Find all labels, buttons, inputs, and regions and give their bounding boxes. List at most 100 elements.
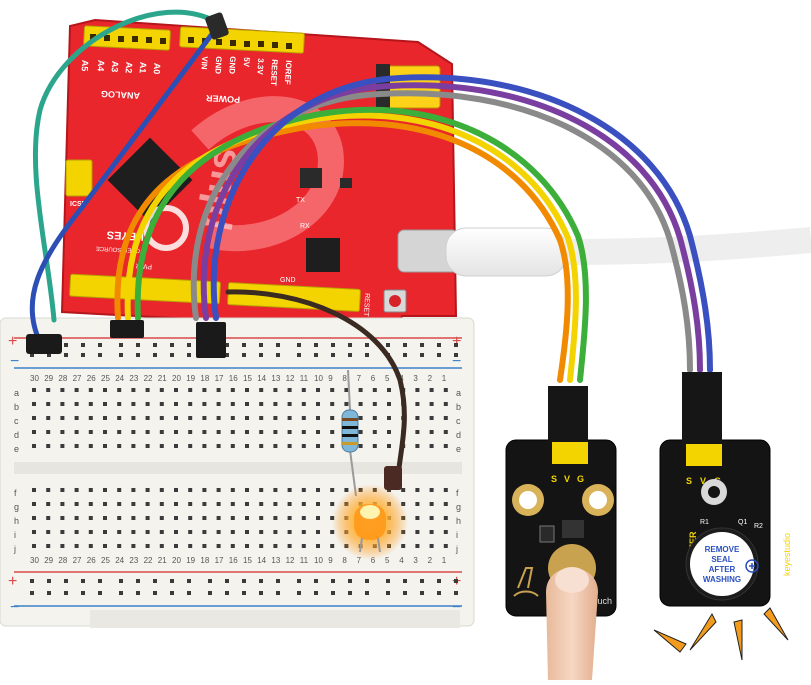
pin-label-gnd-a: GND [213,56,223,74]
breadboard-hole [131,444,136,448]
column-number: 17 [215,556,224,565]
rail-hole [331,353,335,357]
breadboard-hole [74,402,79,406]
breadboard-hole [74,530,79,534]
breadboard-hole [103,402,107,406]
breadboard-hole [429,544,434,548]
rail-hole [98,353,102,357]
breadboard-hole [74,488,79,492]
breadboard-hole [131,530,136,534]
rail-hole [153,353,157,357]
jumper-wires [26,9,713,490]
column-number: 26 [87,374,96,383]
breadboard-hole [330,488,335,492]
breadboard-hole [287,516,292,520]
breadboard-hole [202,388,207,392]
breadboard-hole [287,488,292,492]
breadboard-hole [174,502,178,506]
breadboard-hole [443,544,448,548]
touch-sensor-module: S V G Touch [505,386,617,617]
rail-hole [437,579,441,583]
breadboard-hole [32,544,36,548]
rail-hole [187,591,191,595]
breadboard-hole [159,444,164,448]
breadboard-hole [273,416,278,420]
breadboard-hole [245,388,249,392]
breadboard-hole [259,388,264,392]
rail-hole [98,343,102,347]
breadboard-hole [174,544,178,548]
rail-hole [136,353,140,357]
column-number: 16 [229,556,238,565]
breadboard-hole [74,502,79,506]
row-letter-i-left: i [14,530,16,540]
breadboard-hole [188,502,193,506]
breadboard-hole [245,416,249,420]
breadboard-hole [401,488,406,492]
row-letter-b-right: b [456,402,461,412]
breadboard-hole [301,544,306,548]
rail-hole [81,343,85,347]
breadboard-hole [245,444,249,448]
breadboard-hole [216,530,221,534]
pin-label-ioref: IOREF [283,60,293,85]
rail-hole [365,353,369,357]
breadboard-hole [117,516,122,520]
breadboard-hole [60,502,65,506]
breadboard-hole [401,544,406,548]
pin-label-a4: A4 [96,60,107,72]
buzzer-sticker [690,532,754,596]
breadboard-hole [429,416,434,420]
breadboard-hole [145,502,150,506]
breadboard-hole [358,430,363,434]
breadboard-hole [117,416,122,420]
column-number: 25 [101,556,110,565]
breadboard-hole [202,444,207,448]
breadboard-hole [188,530,193,534]
breadboard-hole [273,502,278,506]
column-number: 2 [428,556,433,565]
breadboard-hole [316,530,320,534]
breadboard-hole [287,430,292,434]
breadboard-hole [301,516,306,520]
keyes-gear-icon [143,205,189,251]
buzzer-pin-v: V [700,476,706,486]
rail-hole [314,343,318,347]
touch-pin-v: V [564,474,570,484]
breadboard-hole [88,388,93,392]
usb-chip [306,238,340,272]
rail-hole [276,579,280,583]
breadboard-hole [358,416,363,420]
rail-hole [225,353,229,357]
row-letter-h-left: h [14,516,19,526]
breadboard-hole [330,516,335,520]
breadboard-hole [145,516,150,520]
breadboard-hole [32,502,36,506]
column-number: 27 [73,556,82,565]
breadboard-hole [159,488,164,492]
breadboard-hole [230,516,235,520]
finger [546,567,598,680]
touch-pin-s: S [551,474,557,484]
breadboard-hole [188,388,193,392]
rail-hole [297,591,301,595]
column-number: 3 [413,556,418,565]
reset-button[interactable] [389,295,401,307]
tx-label: TX [296,197,305,204]
column-number: 16 [229,374,238,383]
breadboard-hole [117,488,122,492]
row-letter-h-right: h [456,516,461,526]
breadboard-hole [358,402,363,406]
touch-label: Touch [588,596,612,606]
breadboard-hole [429,402,434,406]
breadboard-hole [415,530,420,534]
rail-hole [454,579,458,583]
breadboard-hole [131,402,136,406]
breadboard-hole [60,444,65,448]
column-number: 11 [300,556,309,565]
breadboard-hole [245,502,249,506]
column-number: 13 [271,374,280,383]
breadboard-hole [230,430,235,434]
breadboard-hole [88,530,93,534]
